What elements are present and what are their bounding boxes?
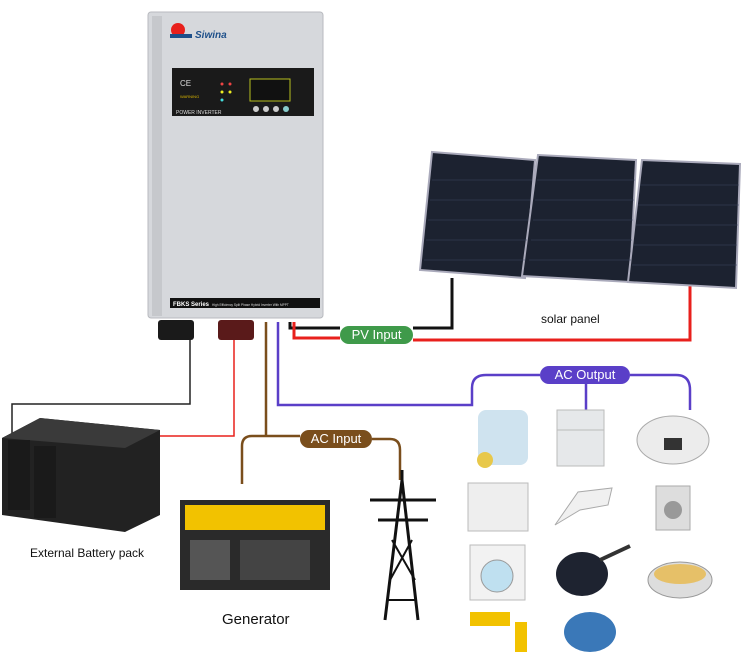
ac-output-label: AC Output xyxy=(540,366,630,384)
generator-image xyxy=(180,500,330,590)
svg-text:FBKS Series: FBKS Series xyxy=(173,302,210,308)
waffle-maker-icon xyxy=(647,561,713,599)
water-pump-icon xyxy=(564,612,616,652)
solar-panels xyxy=(418,150,742,290)
svg-text:POWER INVERTER: POWER INVERTER xyxy=(176,110,222,116)
drill-icon xyxy=(470,612,527,652)
inverter: Siwina CE WARNING POWER INVERTER FBKS Se… xyxy=(147,11,324,340)
ac-output-wire xyxy=(276,322,692,410)
solar-panel-label: solar panel xyxy=(541,312,600,326)
negative-terminal xyxy=(158,320,194,340)
dishwasher-icon xyxy=(467,482,529,532)
meat-grinder-icon xyxy=(655,485,691,531)
control-panel xyxy=(172,68,314,116)
positive-terminal xyxy=(218,320,254,340)
washing-machine-icon xyxy=(469,544,526,601)
brand-logo: Siwina xyxy=(195,30,227,41)
generator-label: Generator xyxy=(222,611,290,628)
battery-negative-wire xyxy=(11,340,191,440)
appliances xyxy=(467,409,713,652)
pv-positive-wire xyxy=(292,285,692,342)
pv-input-label: PV Input xyxy=(340,326,413,344)
series-plate xyxy=(170,298,320,308)
rice-cooker-icon xyxy=(636,415,710,465)
solar-panel-1 xyxy=(418,150,537,280)
solar-panel-3 xyxy=(626,158,742,290)
lcd-screen xyxy=(249,78,291,102)
ac-input-label: AC Input xyxy=(300,430,372,448)
sun-logo-icon xyxy=(171,23,185,37)
pv-negative-wire xyxy=(288,278,454,330)
battery-label: External Battery pack xyxy=(30,546,145,560)
frying-pan-icon xyxy=(556,544,631,596)
svg-text:CE: CE xyxy=(180,79,191,88)
power-button-icon xyxy=(253,106,259,112)
up-button-icon xyxy=(263,106,269,112)
down-button-icon xyxy=(273,106,279,112)
solar-panel-2 xyxy=(520,153,638,284)
juicer-icon xyxy=(477,410,528,468)
power-tower-image xyxy=(370,470,436,621)
refrigerator-icon xyxy=(556,409,605,467)
wires xyxy=(11,278,692,484)
svg-text:WARNING: WARNING xyxy=(180,94,199,99)
svg-text:High Efficiency Split Phase Hy: High Efficiency Split Phase Hybrid Inver… xyxy=(212,303,289,307)
hand-mixer-icon xyxy=(554,487,613,526)
battery-pack xyxy=(2,418,160,532)
ac-input-wire xyxy=(240,322,402,484)
enter-button-icon xyxy=(283,106,289,112)
